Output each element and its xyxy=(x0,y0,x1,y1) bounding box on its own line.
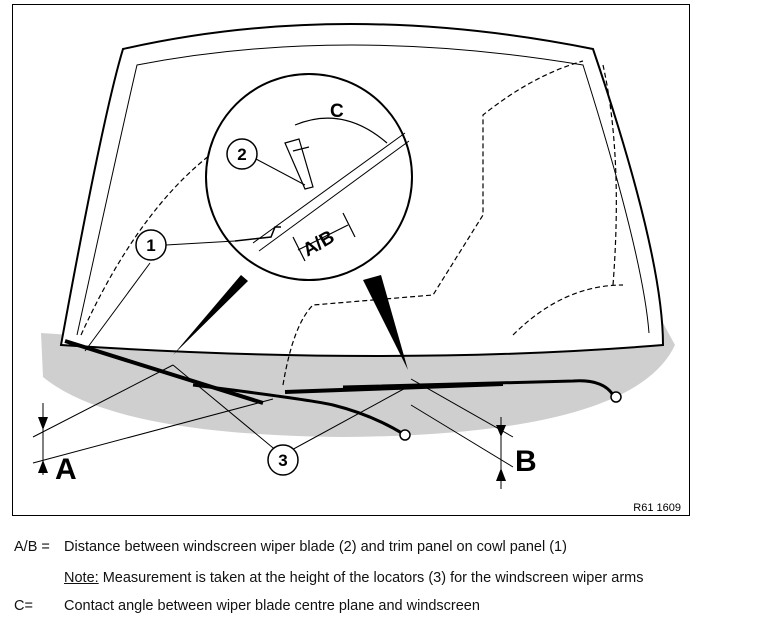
callout-1-circle xyxy=(135,229,167,261)
windscreen-wiper-diagram: 1 2 3 A B A/B C R61 1609 xyxy=(32,23,681,514)
legend-ab-row: A/B = Distance between windscreen wiper b… xyxy=(14,538,567,556)
legend-ab-key: A/B = xyxy=(14,539,50,555)
callout-1-number: 1 xyxy=(146,236,155,255)
dimension-a-label: A xyxy=(55,453,77,486)
legend-c-key: C= xyxy=(14,598,33,614)
dimension-b-label: B xyxy=(515,445,537,478)
right-wiper-blade xyxy=(284,382,504,394)
left-wiper-arm xyxy=(192,383,406,437)
figure-reference-code: R61 1609 xyxy=(633,502,681,514)
legend-c-row: C= Contact angle between wiper blade cent… xyxy=(14,597,480,615)
callout-2-circle xyxy=(226,138,258,170)
callout-3-number: 3 xyxy=(278,451,287,470)
wiping-area-right xyxy=(282,60,624,386)
right-wiper-pivot xyxy=(610,391,622,403)
dimension-a-arrow-bottom xyxy=(38,460,48,473)
windscreen-inner-border xyxy=(76,44,650,336)
figure-frame: 1 2 3 A B A/B C R61 1609 xyxy=(12,4,690,516)
dimension-b-arrow-bottom xyxy=(496,468,506,481)
callout-2-number: 2 xyxy=(237,145,246,164)
right-wiper-arm xyxy=(342,379,615,396)
legend-note-label: Note: xyxy=(64,570,99,586)
legend-note-text: Measurement is taken at the height of th… xyxy=(98,570,644,586)
ab-dimension-line xyxy=(292,212,356,262)
angle-arc-c xyxy=(294,117,388,144)
left-wiper-blade xyxy=(64,339,264,405)
detail-trim-panel xyxy=(234,226,281,242)
dimension-b-arrow-top xyxy=(496,425,506,437)
callout-1-leader-main xyxy=(84,262,151,352)
callout-3-leaders xyxy=(172,364,412,453)
legend-note-row: Note: Measurement is taken at the height… xyxy=(14,569,643,587)
dimension-c-label: C xyxy=(330,101,344,122)
detail-wiper-blade xyxy=(284,138,314,190)
callout-1-leader-detail xyxy=(165,240,236,246)
callout-2-leader xyxy=(255,158,306,186)
dimension-a-arrow-top xyxy=(38,417,48,430)
detail-windscreen xyxy=(252,132,410,252)
magnifier-pointer-right xyxy=(363,275,408,370)
callout-3-circle xyxy=(267,444,299,476)
left-wiper-pivot xyxy=(399,429,411,441)
legend-c-text: Contact angle between wiper blade centre… xyxy=(64,598,480,614)
legend-ab-text: Distance between windscreen wiper blade … xyxy=(64,539,567,555)
magnifier-pointer-left xyxy=(173,275,248,355)
